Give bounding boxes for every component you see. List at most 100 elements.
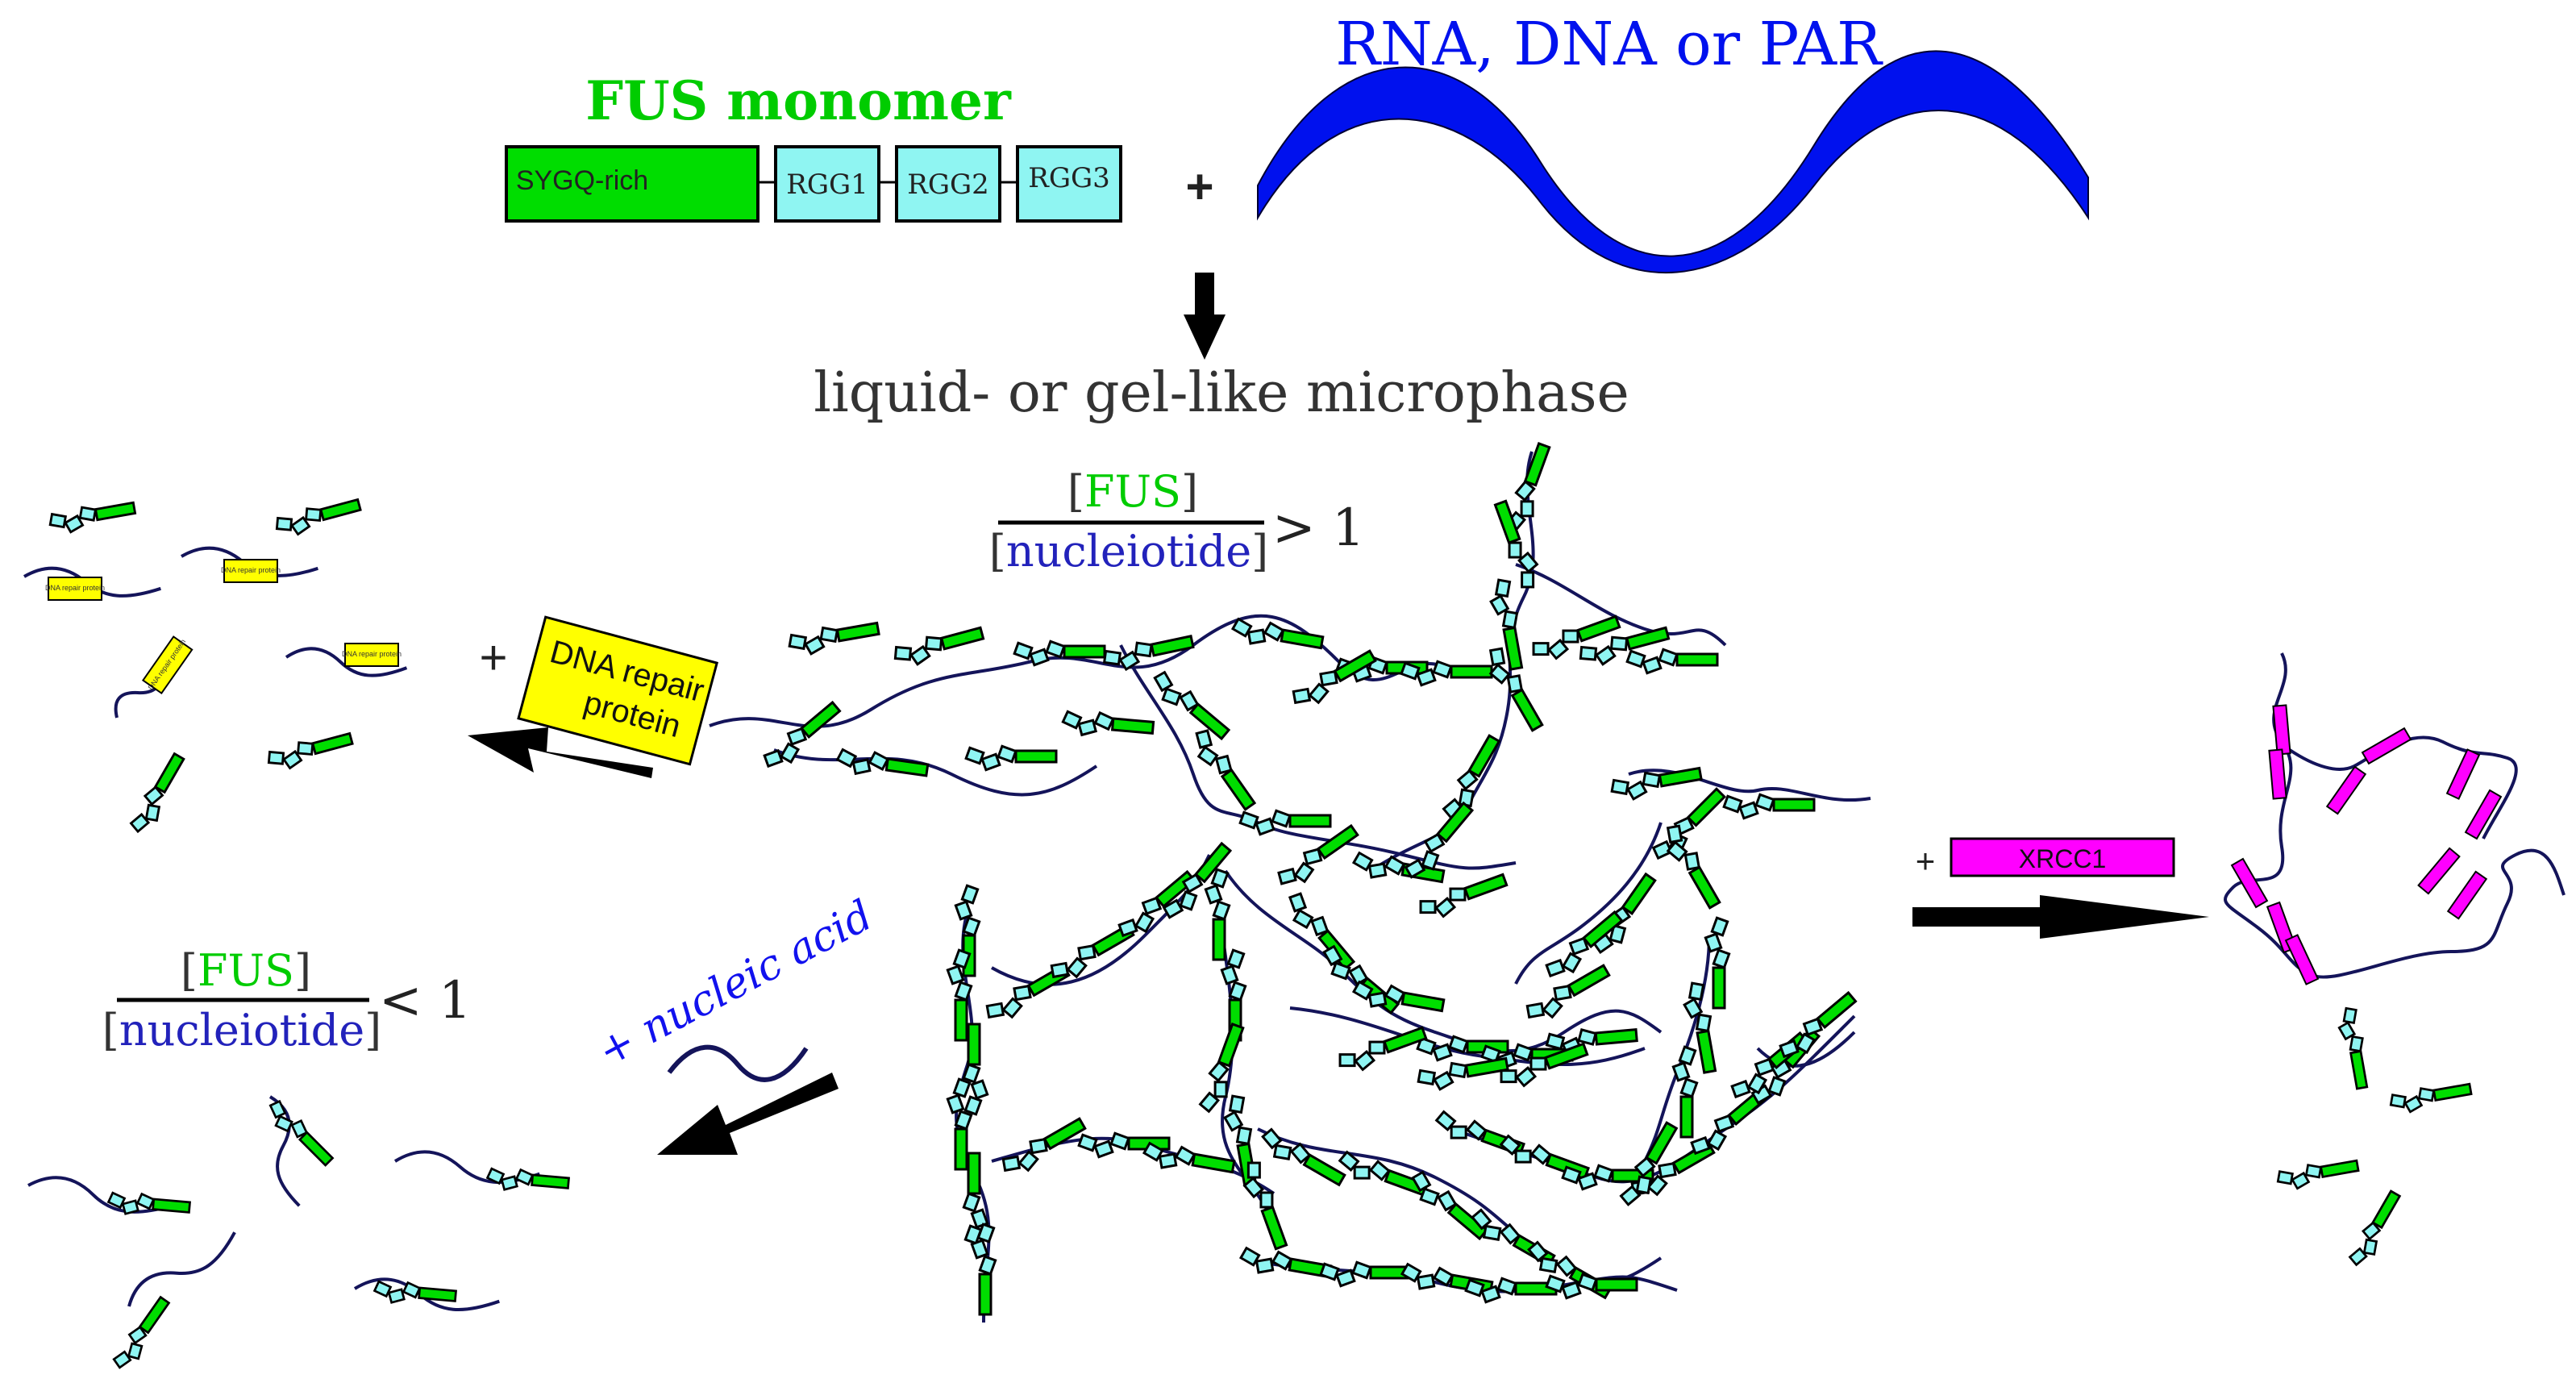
xrcc1-bound — [2446, 870, 2488, 920]
domain-rgg1-label: RGG1 — [786, 169, 868, 201]
ratio-high-num-close: ] — [1181, 466, 1198, 517]
nucleic-acid-arrow — [657, 1073, 839, 1155]
svg-text:[nucleiotide]: [nucleiotide] — [102, 1005, 381, 1056]
fus-molecule — [1500, 1042, 1589, 1088]
fus-molecule — [1579, 626, 1671, 666]
mini-dna-repair-protein: DNA repair protein — [221, 559, 281, 583]
svg-text:[FUS]: [FUS] — [1067, 466, 1198, 517]
fus-molecule — [1704, 916, 1731, 1010]
ratio-low-denominator: nucleiotide — [119, 1005, 364, 1056]
nucleic-strand — [1514, 822, 1663, 985]
xrcc1-arrow — [1912, 895, 2209, 939]
fus-molecule — [1292, 649, 1377, 705]
xrcc1-box — [1950, 837, 2175, 877]
fus-molecule — [962, 1152, 989, 1245]
fus-molecule — [1545, 910, 1624, 978]
fus-molecule — [112, 1295, 171, 1369]
xrcc1-bound — [2445, 748, 2481, 800]
domain-rgg2 — [895, 145, 1001, 223]
nucleic-strand — [1756, 1031, 1856, 1068]
fus-molecule — [1277, 823, 1359, 885]
ratio-high-den-open: [ — [989, 526, 1006, 577]
fus-molecule — [129, 752, 185, 834]
nucleic-strand — [1515, 563, 1727, 647]
ratio-high: [FUS] [nucleiotide] > 1 — [989, 466, 1365, 577]
fus-molecule — [1001, 1117, 1087, 1173]
fus-molecule — [1434, 1110, 1525, 1156]
ratio-high-relation: > 1 — [1272, 498, 1365, 558]
xrcc1-bound — [2272, 704, 2291, 756]
nucleic-acid-label: + nucleic acid — [590, 891, 880, 1076]
domain-sygq-rich-label: SYGQ-rich — [516, 165, 648, 196]
ratio-low-num-open: [ — [181, 945, 198, 996]
ratio-high-num-open: [ — [1067, 466, 1084, 517]
nucleic-acid-ribbon — [1257, 50, 2089, 274]
fus-molecule — [893, 626, 985, 666]
dna-repair-arrow — [468, 727, 653, 778]
domain-rgg2-label: RGG2 — [907, 169, 989, 201]
fus-molecule — [1338, 1026, 1428, 1072]
fus-molecule — [2337, 1006, 2369, 1090]
ratio-high-numerator: FUS — [1084, 466, 1181, 517]
ratio-high-den-close: ] — [1251, 526, 1268, 577]
xrcc1-products — [2224, 652, 2566, 1267]
fus-molecule — [1338, 1150, 1429, 1197]
fus-molecule — [1351, 980, 1446, 1013]
fus-molecule — [1489, 578, 1524, 671]
fus-molecule — [1683, 981, 1717, 1074]
down-arrow — [1184, 273, 1226, 360]
nucleic-strand — [773, 748, 1098, 797]
xrcc1-bound — [2230, 857, 2269, 909]
ratio-low-den-open: [ — [102, 1005, 119, 1056]
fus-molecule — [2389, 1082, 2473, 1114]
xrcc1-plus: + — [1916, 842, 1936, 880]
fus-monomer-domains: SYGQ-rich RGG1 RGG2 RGG3 — [505, 145, 1122, 223]
fus-molecule — [1288, 892, 1356, 971]
fus-molecule — [1077, 1131, 1171, 1159]
nucleic-strand — [1224, 869, 1663, 1053]
mini-dna-repair-protein: DNA repair protein — [141, 635, 194, 695]
nucleic-strand — [127, 1231, 236, 1307]
fus-molecule — [1117, 869, 1196, 938]
ratio-low-numerator: FUS — [198, 945, 294, 996]
ratio-low-num-close: ] — [294, 945, 311, 996]
fus-nucleic-network — [709, 442, 1871, 1323]
fus-molecule — [1619, 1121, 1679, 1206]
fus-molecule — [1411, 1170, 1489, 1241]
fus-molecule — [1238, 1246, 1333, 1279]
fus-molecule — [1666, 824, 1721, 910]
microphase-label: liquid- or gel-like microphase — [814, 361, 1629, 425]
fus-molecule — [1204, 868, 1231, 961]
fus-molecule — [2348, 1189, 2402, 1267]
fus-molecule — [106, 1191, 191, 1215]
ratio-low-relation: < 1 — [379, 971, 472, 1031]
fus-molecule — [1671, 1045, 1699, 1139]
xrcc1-bound — [2284, 934, 2320, 985]
fus-molecule — [1404, 801, 1475, 879]
fus-molecule — [1493, 499, 1539, 589]
fus-molecule — [268, 1099, 335, 1167]
svg-text:[nucleiotide]: [nucleiotide] — [989, 526, 1268, 577]
nucleic-title: RNA, DNA or PAR — [1335, 10, 1883, 79]
fus-molecule — [1442, 734, 1501, 819]
dna-repair-plus: + — [479, 631, 507, 685]
svg-text:[FUS]: [FUS] — [181, 945, 311, 996]
fus-molecule — [1198, 1023, 1245, 1114]
fus-molecule — [1195, 729, 1257, 811]
fus-molecule — [1545, 1028, 1638, 1056]
fus-molecule — [1142, 1141, 1236, 1174]
nucleic-strand — [27, 1176, 173, 1214]
fus-molecule — [835, 748, 930, 777]
fus-molecule — [1610, 766, 1703, 801]
domain-sygq-rich — [505, 145, 759, 223]
fus-molecule — [1400, 660, 1493, 687]
fus-molecule — [372, 1280, 457, 1304]
fus-molecule — [1419, 873, 1509, 919]
fus-molecule — [1779, 990, 1858, 1059]
fus-molecule — [1545, 1273, 1638, 1300]
fus-molecule — [275, 498, 362, 536]
fus-molecule — [1488, 647, 1544, 732]
plus-sign-top: + — [1185, 160, 1213, 214]
